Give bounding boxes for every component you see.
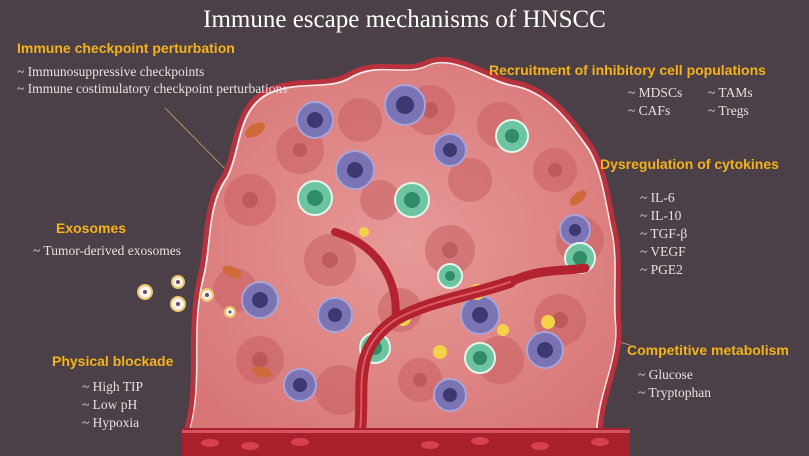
recruitment-item: ~ MDSCs <box>628 85 683 100</box>
cytokine-item: ~ IL-6 <box>640 190 675 205</box>
main-blood-vessel <box>182 428 630 456</box>
cytokines-heading: Dysregulation of cytokines <box>600 156 779 172</box>
recruitment-item: ~ TAMs <box>708 85 753 100</box>
recruitment-item: ~ Tregs <box>708 103 749 118</box>
recruitment-heading: Recruitment of inhibitory cell populatio… <box>489 62 766 78</box>
physical-item: ~ Hypoxia <box>82 415 140 430</box>
recruitment-item: ~ CAFs <box>628 103 671 118</box>
tumor-mass <box>182 56 622 435</box>
fibroblasts <box>222 122 587 378</box>
suppressor-cells <box>241 84 591 412</box>
cytokine-item: ~ IL-10 <box>640 208 682 223</box>
cytokine-item: ~ TGF-β <box>640 226 688 241</box>
metabolism-heading: Competitive metabolism <box>627 342 789 358</box>
checkpoint-heading: Immune checkpoint perturbation <box>17 40 235 56</box>
cytokine-item: ~ PGE2 <box>640 262 683 277</box>
metabolism-item: ~ Glucose <box>638 367 693 382</box>
metabolism-item: ~ Tryptophan <box>638 385 711 400</box>
checkpoint-item: ~ Immune costimulatory checkpoint pertur… <box>17 81 288 96</box>
physical-item: ~ Low pH <box>82 397 138 412</box>
exosomes-heading: Exosomes <box>56 220 127 236</box>
cytokine-item: ~ VEGF <box>640 244 686 259</box>
figure-title: Immune escape mechanisms of HNSCC <box>203 6 606 33</box>
physical-item: ~ High TIP <box>82 379 144 394</box>
physical-heading: Physical blockade <box>52 353 174 369</box>
exosome-item: ~ Tumor-derived exosomes <box>33 243 182 258</box>
exosome-vesicles <box>137 275 236 318</box>
checkpoint-item: ~ Immunosuppressive checkpoints <box>17 64 205 79</box>
